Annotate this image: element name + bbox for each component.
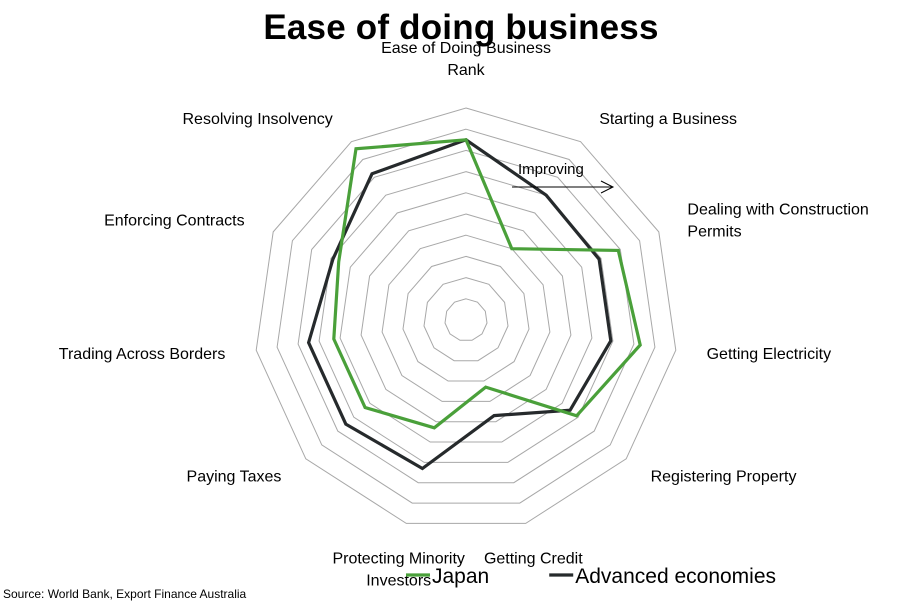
series-line-japan (332, 138, 642, 430)
legend-label: Japan (432, 565, 489, 588)
source-note: Source: World Bank, Export Finance Austr… (3, 587, 247, 601)
improving-label: Improving (518, 161, 584, 178)
axis-label: Getting Credit (484, 550, 583, 567)
axis-label-line: Rank (447, 62, 485, 79)
grid-ring (360, 213, 572, 423)
grid-ring (339, 192, 593, 443)
axis-label-line: Getting Electricity (707, 346, 831, 363)
legend-label: Advanced economies (575, 565, 776, 588)
axis-label-line: Starting a Business (599, 111, 737, 128)
radar-grid (255, 107, 677, 524)
axis-label: Enforcing Contracts (104, 213, 245, 230)
legend: Japan Advanced economies (406, 565, 776, 588)
improving-arrow-head (600, 180, 615, 194)
improving-annotation: Improving (512, 161, 615, 194)
axis-label-line: Trading Across Borders (59, 346, 226, 363)
axis-label-line: Enforcing Contracts (104, 213, 245, 230)
axis-label-line: Ease of Doing Business (381, 40, 551, 57)
radar-series (306, 138, 642, 471)
axis-label-line: Paying Taxes (187, 469, 282, 486)
grid-ring (276, 128, 656, 504)
axis-label: Getting Electricity (707, 346, 831, 363)
chart-title: Ease of doing business (263, 8, 659, 47)
grid-ring (318, 171, 614, 463)
axis-label-line: Protecting Minority (332, 550, 465, 567)
axis-label-line: Getting Credit (484, 550, 583, 567)
axis-label: Trading Across Borders (59, 346, 226, 363)
axis-label: Registering Property (651, 469, 797, 486)
grid-ring (402, 255, 530, 382)
axis-label: Resolving Insolvency (183, 111, 333, 128)
axis-label: Starting a Business (599, 111, 737, 128)
axis-label-line: Registering Property (651, 469, 797, 486)
axis-label: Paying Taxes (187, 469, 282, 486)
grid-ring (444, 298, 488, 341)
axis-label-line: Resolving Insolvency (183, 111, 333, 128)
grid-ring (255, 107, 677, 524)
axis-label-line: Dealing with Construction (687, 202, 868, 219)
grid-ring (423, 277, 509, 362)
grid-ring (297, 149, 635, 484)
series-line-advanced-economies (306, 138, 613, 471)
axis-label-line: Permits (687, 224, 741, 241)
grid-ring (381, 234, 551, 402)
